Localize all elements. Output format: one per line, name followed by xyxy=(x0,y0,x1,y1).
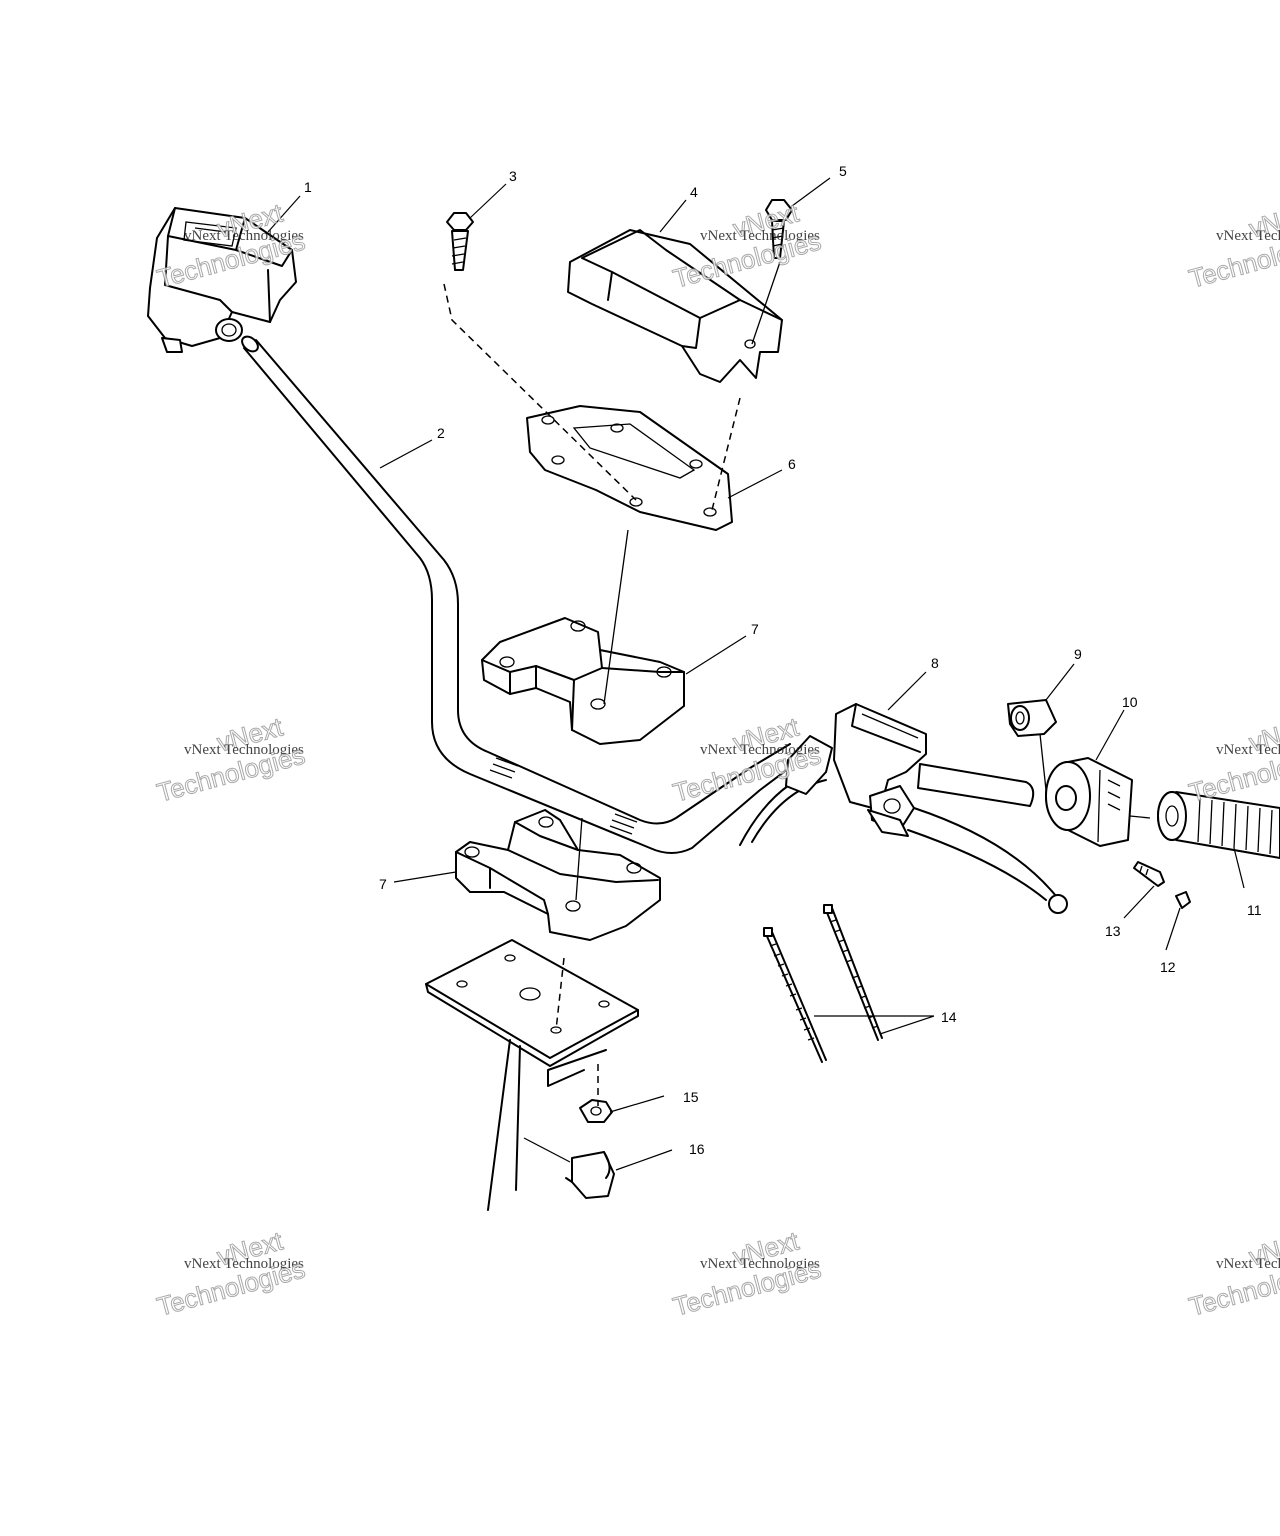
part-7-lower-clamp xyxy=(455,809,661,941)
watermark: vNext vNext Technologies Technologies xyxy=(1185,1225,1280,1322)
callout-2: 2 xyxy=(437,425,445,441)
callout-16: 16 xyxy=(689,1141,705,1157)
callout-15: 15 xyxy=(683,1089,699,1105)
part-12-nut xyxy=(1175,891,1191,909)
callout-7-lower: 7 xyxy=(379,876,387,892)
svg-text:vNext Technologies: vNext Technologies xyxy=(700,1256,820,1272)
callout-10: 10 xyxy=(1122,694,1138,710)
watermark: vNext vNext Technologies Technologies xyxy=(1185,197,1280,294)
callout-6: 6 xyxy=(788,456,796,472)
watermark: vNext vNext Technologies Technologies xyxy=(153,711,308,808)
callout-4: 4 xyxy=(690,184,698,200)
callout-14: 14 xyxy=(941,1009,957,1025)
part-5-bolt xyxy=(765,199,793,259)
watermark: vNext vNext Technologies Technologies xyxy=(669,1225,824,1322)
part-16-clamp xyxy=(565,1151,615,1199)
callout-8: 8 xyxy=(931,655,939,671)
svg-text:vNext Technologies: vNext Technologies xyxy=(1216,228,1280,244)
svg-text:vNext Technologies: vNext Technologies xyxy=(700,742,820,758)
svg-text:vNext Technologies: vNext Technologies xyxy=(184,228,304,244)
part-3-bolt xyxy=(446,212,474,271)
part-4-handlebar-cover xyxy=(567,229,783,383)
part-8-brake-master-cylinder xyxy=(785,703,1068,914)
svg-text:vNext Technologies: vNext Technologies xyxy=(1216,742,1280,758)
callout-5: 5 xyxy=(839,163,847,179)
part-13-screw xyxy=(1133,861,1165,887)
callout-12: 12 xyxy=(1160,959,1176,975)
watermark: vNext vNext Technologies Technologies xyxy=(153,1225,308,1322)
callout-1: 1 xyxy=(304,179,312,195)
part-1-switch-housing xyxy=(147,207,297,353)
part-14-cable-ties xyxy=(763,904,883,1063)
steering-post-plate xyxy=(425,939,639,1211)
alignment-lines xyxy=(443,261,1151,1106)
watermark: vNext vNext Technologies Technologies xyxy=(1185,711,1280,808)
leader-lines xyxy=(267,177,1245,1171)
part-15-nut xyxy=(579,1099,613,1123)
callout-3: 3 xyxy=(509,168,517,184)
callout-13: 13 xyxy=(1105,923,1121,939)
callout-11: 11 xyxy=(1247,902,1262,918)
part-9-collar xyxy=(1007,699,1057,791)
part-7-upper-clamp xyxy=(481,617,685,745)
callout-9: 9 xyxy=(1074,646,1082,662)
callout-numbers: 1 2 3 4 5 6 7 7 8 9 10 11 12 13 14 15 16 xyxy=(304,163,1262,1157)
part-6-mounting-plate xyxy=(526,405,733,531)
part-11-grip xyxy=(1157,791,1280,859)
part-10-throttle-housing xyxy=(1045,757,1133,847)
svg-text:vNext Technologies: vNext Technologies xyxy=(184,1256,304,1272)
svg-text:vNext Technologies: vNext Technologies xyxy=(700,228,820,244)
svg-text:vNext Technologies: vNext Technologies xyxy=(1216,1256,1280,1272)
callout-7-upper: 7 xyxy=(751,621,759,637)
svg-text:vNext Technologies: vNext Technologies xyxy=(184,742,304,758)
watermark: vNext vNext Technologies Technologies xyxy=(669,711,824,808)
